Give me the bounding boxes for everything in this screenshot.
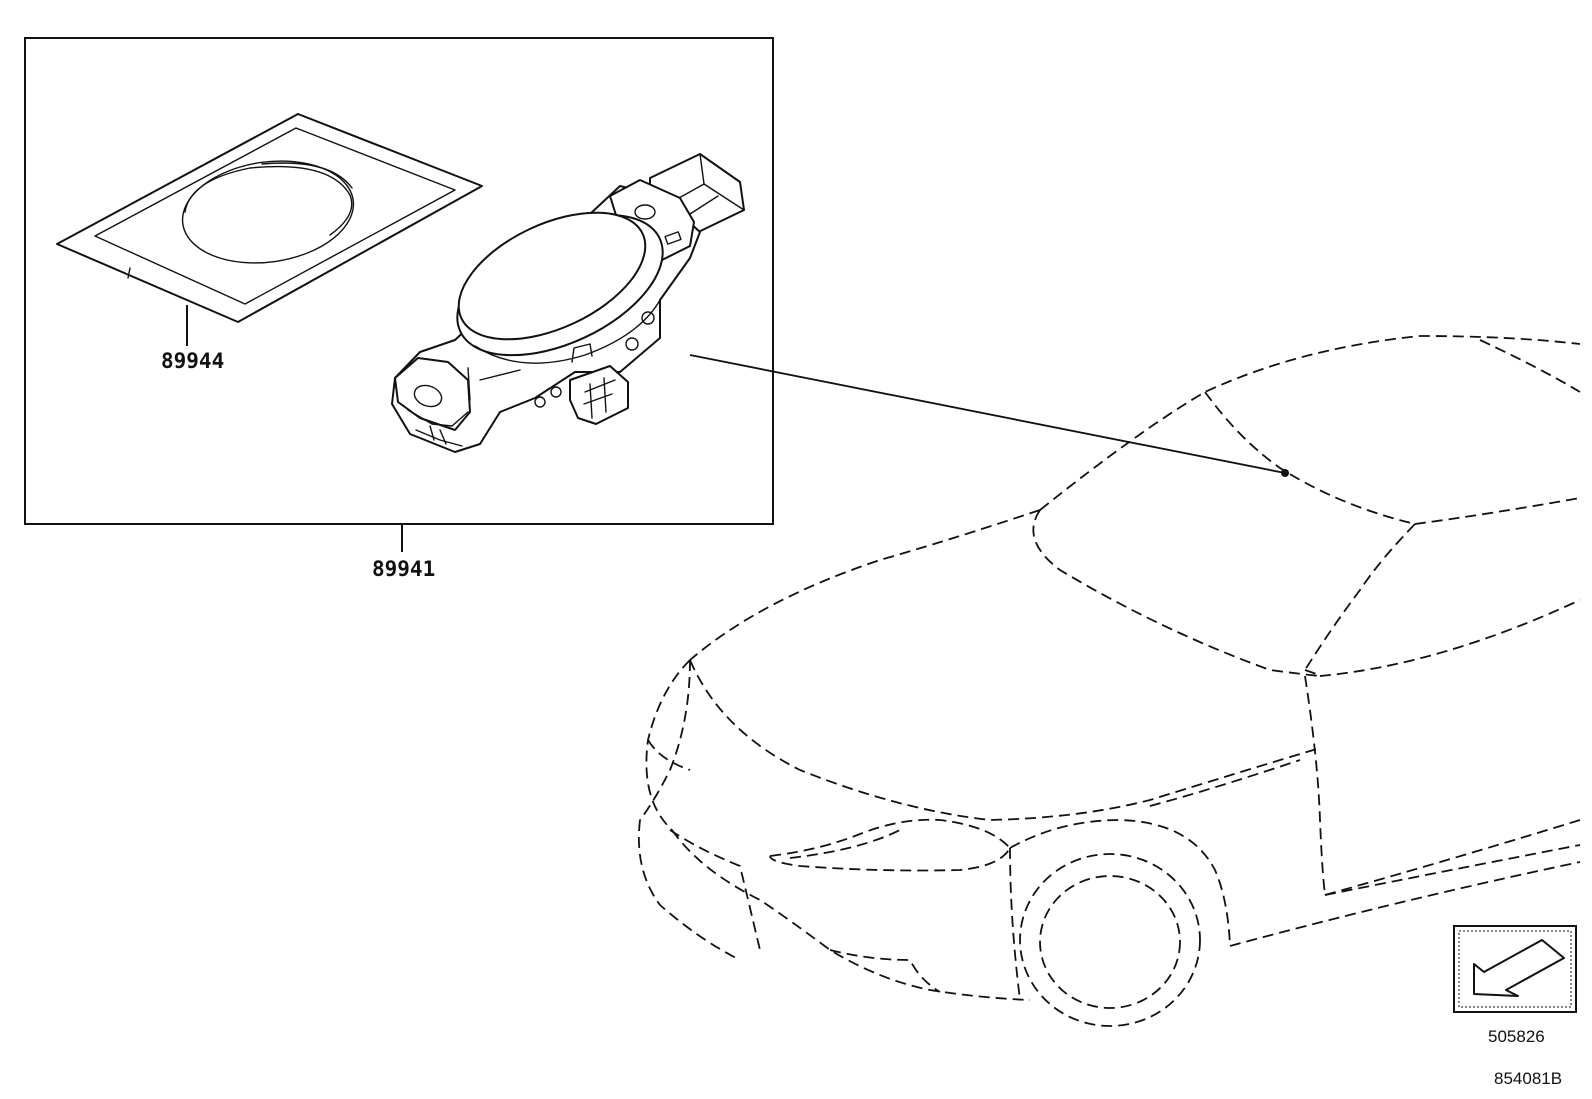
view-code-label: 505826 [1488,1027,1545,1046]
vehicle-outline [637,335,1581,1027]
inset-frame [24,37,774,525]
part-number-89941: 89941 [372,557,435,581]
view-direction-box [1453,925,1577,1013]
view-direction-arrow-icon [1473,939,1565,997]
illustration-code-label: 854081B [1494,1069,1562,1088]
leader-line-sensor-location [689,354,1286,474]
sensor-location-dot [1281,469,1289,477]
part-number-89944: 89944 [161,349,224,373]
rain-sensor-drawing [391,153,745,453]
adhesive-sheet-drawing [56,113,483,323]
